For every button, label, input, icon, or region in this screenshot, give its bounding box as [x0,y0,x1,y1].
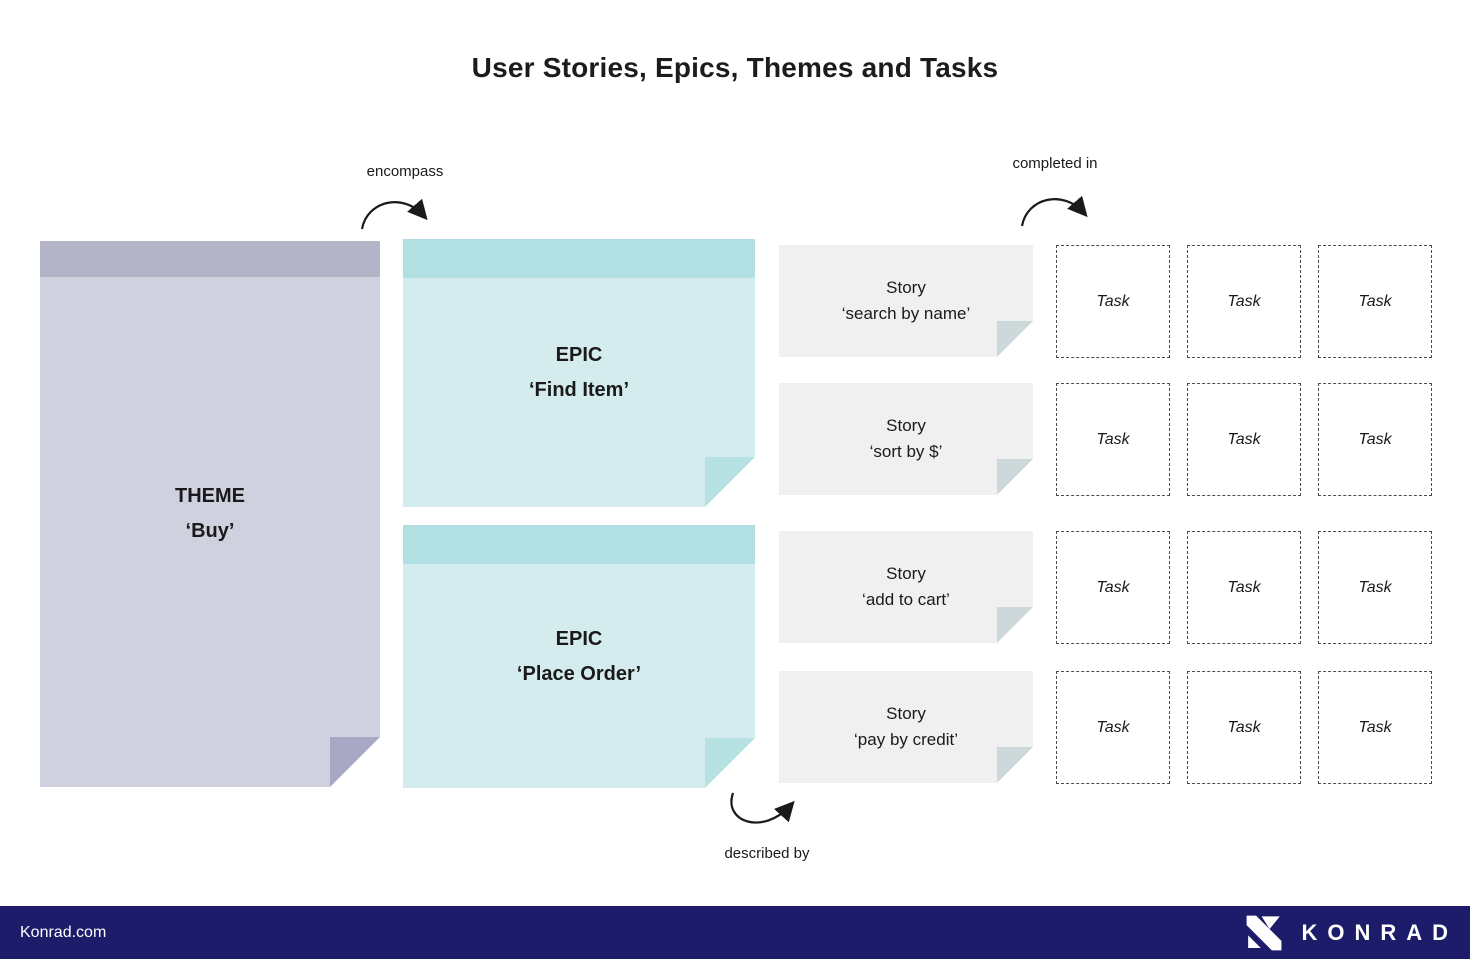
brand-name-label: KONRAD [1301,919,1458,945]
story-card-sort-by-price: Story ‘sort by $’ [779,383,1033,495]
story-card-add-to-cart: Story ‘add to cart’ [779,531,1033,643]
epic-name-label: ‘Find Item’ [529,379,629,401]
story-kind-label: Story [886,564,926,583]
encompass-label: encompass [366,163,444,180]
story-name-label: ‘search by name’ [841,304,971,323]
folded-corner-icon [705,457,755,507]
epic-name-label: ‘Place Order’ [516,662,642,685]
footer-bar: Konrad.com KONRAD [0,906,1470,959]
task-card: Task [1318,383,1432,496]
folded-corner-icon [705,738,755,788]
story-name-label: ‘add to cart’ [862,590,950,609]
task-card: Task [1056,671,1170,784]
task-card: Task [1056,383,1170,496]
folded-corner-icon [997,607,1033,643]
task-card: Task [1187,383,1301,496]
folded-corner-icon [997,459,1033,495]
story-card-search-by-name: Story ‘search by name’ [779,245,1033,357]
curved-arrow-described-by-icon [730,792,795,824]
epic-card-place-order: EPIC ‘Place Order’ [403,525,755,788]
task-card: Task [1187,531,1301,644]
described-by-label: described by [724,845,810,862]
story-card-pay-by-credit: Story ‘pay by credit’ [779,671,1033,783]
footer-site-label: Konrad.com [20,923,107,941]
epic-kind-label: EPIC [555,344,603,366]
task-card: Task [1056,245,1170,358]
task-card: Task [1318,531,1432,644]
task-card: Task [1187,245,1301,358]
story-name-label: ‘sort by $’ [869,442,943,461]
task-card: Task [1187,671,1301,784]
epic-kind-label: EPIC [555,627,603,650]
task-card: Task [1318,245,1432,358]
story-kind-label: Story [886,416,926,435]
theme-card-header-strip [40,241,380,277]
theme-kind-label: THEME [175,485,245,507]
epic-card-header-strip [403,525,755,564]
completed-in-label: completed in [1012,155,1098,172]
curved-arrow-encompass-icon [360,198,428,230]
epic-card-find-item: EPIC ‘Find Item’ [403,239,755,507]
folded-corner-icon [997,321,1033,357]
task-card: Task [1056,531,1170,644]
story-kind-label: Story [886,278,926,297]
brand-logo: KONRAD [1245,914,1448,952]
folded-corner-icon [997,747,1033,783]
theme-name-label: ‘Buy’ [185,520,235,542]
page-title: User Stories, Epics, Themes and Tasks [471,52,999,83]
theme-card-buy: THEME ‘Buy’ [40,241,380,787]
konrad-k-mark-icon [1247,915,1282,950]
task-card: Task [1318,671,1432,784]
story-kind-label: Story [886,704,926,723]
folded-corner-icon [330,737,380,787]
curved-arrow-completed-in-icon [1020,195,1088,227]
epic-card-header-strip [403,239,755,278]
story-name-label: ‘pay by credit’ [854,730,958,749]
